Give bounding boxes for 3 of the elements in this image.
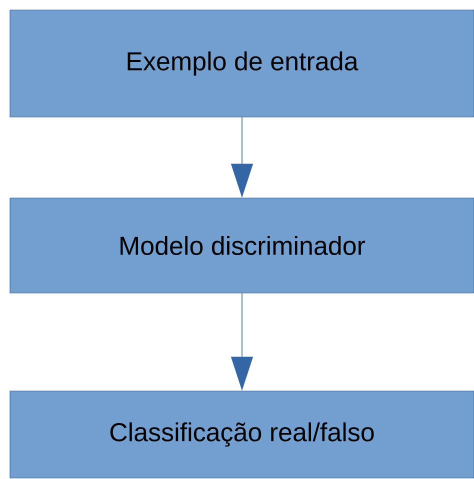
process-box: Modelo discriminador (10, 198, 474, 294)
process-box: Exemplo de entrada (10, 10, 474, 118)
process-box: Classificação real/falso (10, 390, 474, 478)
